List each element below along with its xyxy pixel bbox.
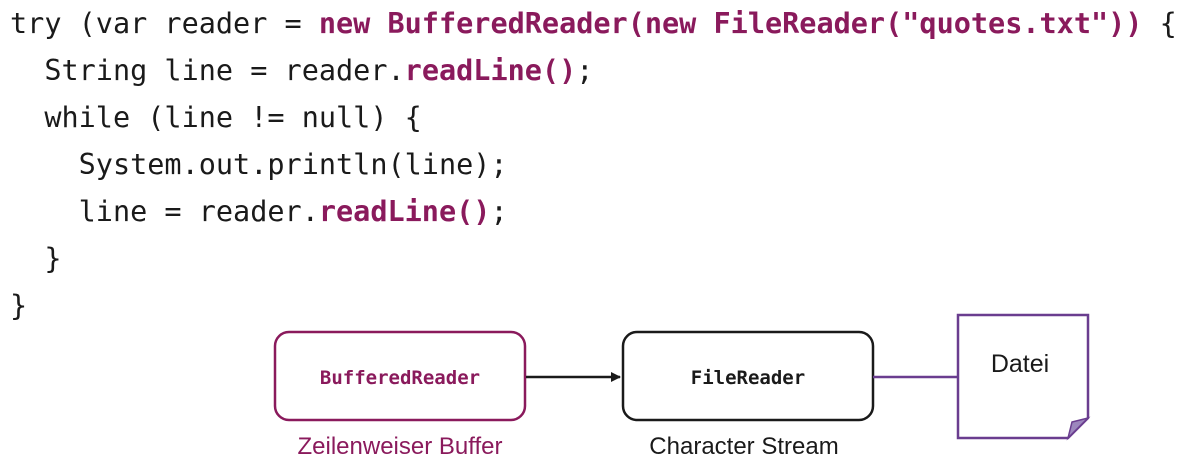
code-block: try (var reader = new BufferedReader(new…: [10, 0, 1177, 329]
code-line-6: }: [10, 242, 62, 275]
buffered-reader-label: BufferedReader: [320, 367, 480, 389]
code-line-1: try (var reader = new BufferedReader(new…: [10, 0, 1177, 47]
code-line-3: while (line != null) {: [10, 101, 422, 134]
code-keyword-highlight: readLine(): [404, 54, 577, 87]
code-keyword-highlight: readLine(): [318, 195, 491, 228]
code-text: ;: [576, 54, 594, 87]
file-label: Datei: [991, 350, 1049, 378]
buffered-reader-caption: Zeilenweiser Buffer: [298, 433, 503, 460]
code-text: {: [1142, 7, 1177, 40]
file-reader-label: FileReader: [691, 367, 805, 389]
code-line-2: String line = reader.readLine();: [10, 47, 1177, 94]
file-reader-caption: Character Stream: [649, 433, 838, 460]
code-line-5: line = reader.readLine();: [10, 188, 1177, 235]
code-line-4: System.out.println(line);: [10, 148, 508, 181]
code-keyword-highlight: new BufferedReader(new FileReader("quote…: [318, 7, 1143, 40]
code-text: String line = reader.: [10, 54, 405, 87]
code-text: line = reader.: [10, 195, 319, 228]
code-line-7: }: [10, 289, 28, 322]
file-document-icon: [956, 313, 1091, 441]
code-text: try (var reader =: [10, 7, 319, 40]
buffered-reader-box: [273, 330, 527, 422]
code-text: ;: [490, 195, 508, 228]
